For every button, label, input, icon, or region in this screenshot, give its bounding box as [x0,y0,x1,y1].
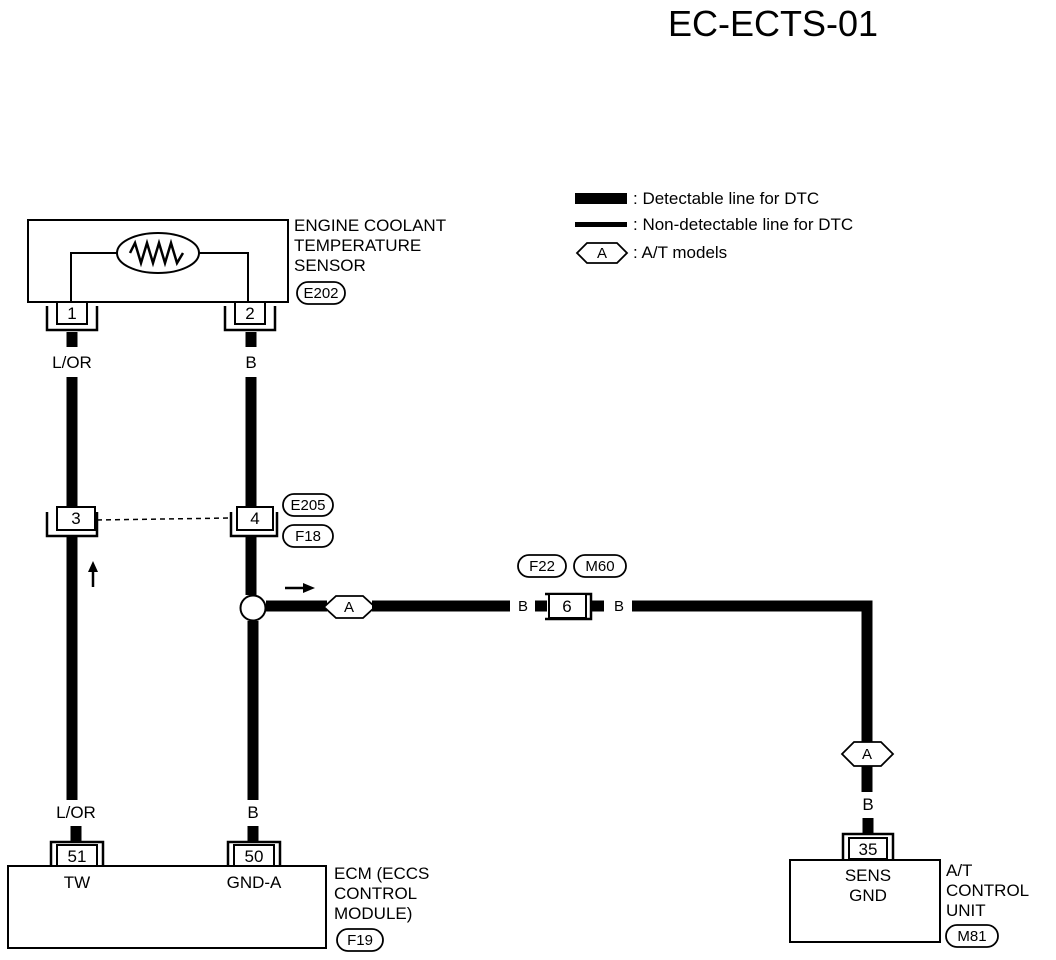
tcu-body [789,859,941,943]
sensor-pin-2: 2 [223,301,277,332]
tcu-name-line3: UNIT [946,901,986,920]
ecm-connector-id: F19 [347,932,373,949]
ecm-name-line2: CONTROL [334,884,417,903]
sensor-name-line1: ENGINE COOLANT [294,216,446,235]
joint-pin-3: 3 [45,506,99,538]
legend-at-tag-letter: A [597,245,607,262]
joint-pin-4: 4 [229,506,279,538]
tcu-pin-label: 35 [859,840,878,859]
wire-tcu-color: B [862,795,873,814]
branch-at-tag-letter: A [344,599,354,616]
sensor-pin-1-label: 1 [67,304,76,323]
sensor-internal-wire-right [199,252,249,302]
legend-non-detectable-line [575,222,627,227]
thermistor-symbol [116,232,200,274]
wire-right-bottom-color: B [247,803,258,822]
sensor-internal-wire-left [70,252,117,302]
ecm-pin-51-label: 51 [68,847,87,866]
coolant-temp-sensor: ENGINE COOLANT TEMPERATURE SENSOR E202 [27,216,446,305]
wire-left-bottom-color: L/OR [56,803,96,822]
joint-connector-top-badge [282,493,334,517]
wire-to-tcu [632,600,873,742]
tcu-pin-35: 35 [841,832,895,860]
joint-connector-top-id: E205 [290,497,325,514]
sensor-name-line2: TEMPERATURE [294,236,421,255]
joint-connector-bottom-badge [282,524,334,548]
splice-point [239,594,267,622]
right-arrow-icon [285,583,315,593]
resistor-zigzag [128,238,185,268]
mid-connector-b-id: M60 [585,558,614,575]
legend-detectable-line [575,193,627,204]
up-arrow-icon [88,561,98,587]
ecm-connector-badge [336,928,384,952]
ecm-pin-51: 51 [49,840,105,867]
tcu-terminal-line1: SENS [845,866,891,885]
legend: : Detectable line for DTC : Non-detectab… [575,189,853,264]
ecm-name-line1: ECM (ECCS [334,864,429,883]
legend-at-tag-shape [575,242,629,264]
tcu-at-tag-letter: A [862,746,872,763]
sensor-pin-1: 1 [45,301,99,332]
diagram-title: EC-ECTS-01 [668,3,878,44]
mid-connector-b-badge [573,554,627,578]
tcu-name-line2: CONTROL [946,881,1029,900]
tcu-terminal-line2: GND [849,886,887,905]
sensor-name-line3: SENSOR [294,256,366,275]
mid-connector-a-id: F22 [529,558,555,575]
wire-branch-color-left: B [518,598,528,615]
tcu-connector-id: M81 [957,928,986,945]
mid-connector-pin-6: 6 [545,592,593,621]
ecm-terminal-tw: TW [64,873,90,892]
legend-at-models-label: : A/T models [633,243,727,262]
wire-branch-color-right: B [614,598,624,615]
legend-detectable-label: : Detectable line for DTC [633,189,819,208]
joint-connector-bottom-id: F18 [295,528,321,545]
ecm-name-line3: MODULE) [334,904,412,923]
mid-connector-a-badge [517,554,567,578]
mid-connector-pin-label: 6 [562,597,571,616]
ecm-pin-50-label: 50 [245,847,264,866]
ecm-terminal-gnd: GND-A [227,873,282,892]
tcu-name-line1: A/T [946,861,972,880]
ecm-body [7,865,327,949]
sensor-connector-badge [296,281,346,305]
sensor-pin-2-label: 2 [245,304,254,323]
joint-pin-4-label: 4 [250,509,259,528]
wire-right-top-color: B [245,353,256,372]
tcu-connector-badge [945,924,999,948]
sensor-connector-id: E202 [303,285,338,302]
legend-non-detectable-label: : Non-detectable line for DTC [633,215,853,234]
tcu-at-tag-shape [840,741,895,767]
wire-left-top-color: L/OR [52,353,92,372]
joint-pin-3-label: 3 [71,509,80,528]
connector-link-dashed [96,517,232,521]
ecm-pin-50: 50 [226,840,282,867]
